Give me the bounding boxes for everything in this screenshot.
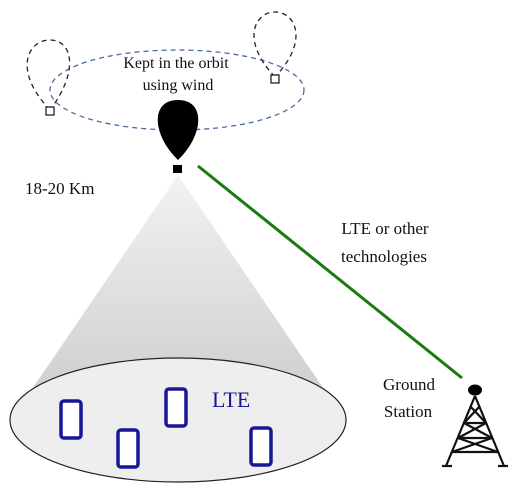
- lte-link-line: [197, 164, 463, 380]
- coverage-cone: [28, 175, 328, 395]
- smartphone-icon: [249, 426, 273, 467]
- orbit-label-line1: Kept in the orbit: [123, 55, 229, 72]
- orbit-label-line2: using wind: [143, 77, 214, 94]
- smartphone-icon: [164, 387, 188, 428]
- ground-station-label-line1: Ground: [383, 375, 435, 394]
- balloon-icon: [157, 100, 199, 173]
- coverage-label: LTE: [212, 387, 250, 412]
- drifting-balloon-right: [253, 11, 297, 84]
- payload-box-icon: [45, 106, 55, 116]
- orbit-ellipse: [49, 49, 305, 131]
- link-label-line2: technologies: [341, 247, 427, 266]
- ground-station-label-line2: Station: [384, 402, 433, 421]
- smartphone-icon: [116, 428, 140, 469]
- payload-box-icon: [270, 74, 280, 84]
- drifting-balloon-left: [26, 39, 71, 116]
- radio-tower-icon: [442, 384, 508, 468]
- link-label-line1: LTE or other: [341, 219, 429, 238]
- altitude-label: 18-20 Km: [25, 179, 94, 198]
- smartphone-icon: [59, 399, 83, 440]
